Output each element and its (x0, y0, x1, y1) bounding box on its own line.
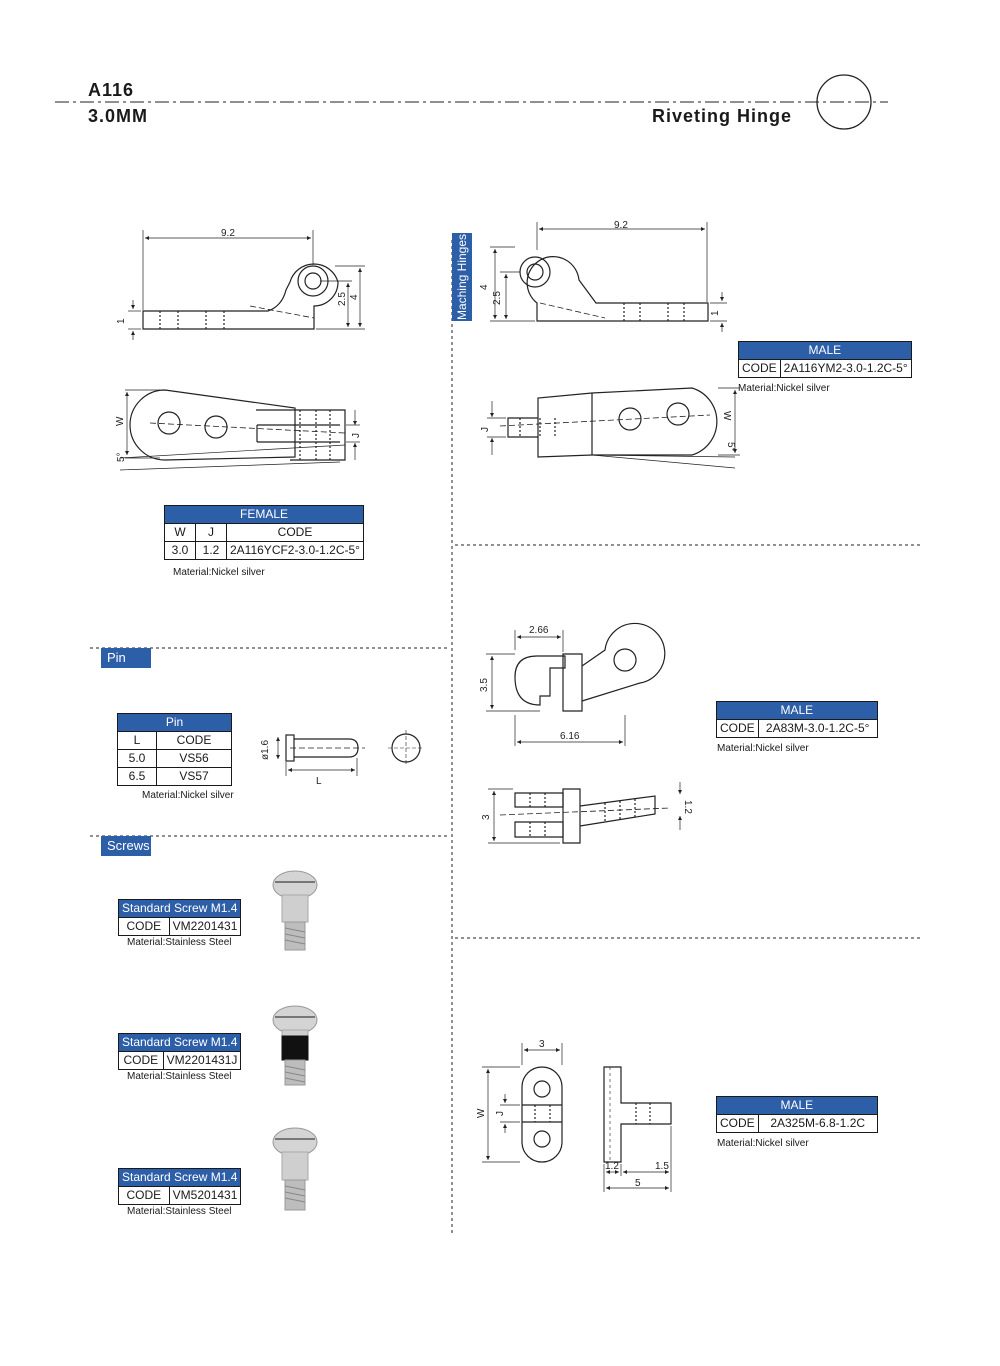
male1-dim-angle: 5° (725, 442, 736, 452)
product-size: 3.0MM (88, 106, 149, 126)
matching-hinges-tag: Maching Hinges (452, 233, 472, 321)
male1-table-title: MALE (738, 341, 912, 360)
screw-table: Standard Screw M1.4 CODE VM2201431 (117, 899, 242, 936)
pin-cell-l: 5.0 (117, 749, 157, 768)
male3-dim-a: 1.2 (605, 1161, 619, 1172)
female-cell-code: 2A116YCF2-3.0-1.2C-5° (226, 541, 364, 560)
male2-dim-top: 2.66 (529, 625, 549, 636)
pin-material: Material:Nickel silver (142, 790, 234, 801)
pin-col-l: L (117, 731, 157, 750)
screw-code-label: CODE (118, 917, 170, 936)
screws-section-tag: Screws (101, 836, 151, 856)
male2-dim-h: 3.5 (479, 678, 490, 692)
pin-cell-l: 6.5 (117, 767, 157, 786)
male3-dim-c: 5 (635, 1178, 641, 1189)
screw-table: Standard Screw M1.4 CODE VM2201431J (117, 1033, 242, 1070)
male3-dim-w: W (476, 1108, 487, 1118)
female-dim-h3: 4 (349, 294, 360, 300)
pin-table-title: Pin (117, 713, 232, 732)
female-dim-j: J (351, 433, 362, 438)
screw-image-3 (272, 1127, 318, 1211)
male3-material: Material:Nickel silver (717, 1138, 809, 1149)
female-dim-h1: 1 (116, 318, 127, 324)
male2-dim-side: 3 (481, 814, 492, 820)
screw-code: VM2201431 (168, 917, 242, 936)
pin-dim-dia: ø1.6 (260, 740, 271, 760)
pin-col-code: CODE (156, 731, 232, 750)
male2-top-view (499, 788, 671, 844)
male2-table: MALE CODE 2A83M-3.0-1.2C-5° (716, 701, 878, 738)
screw-material: Material:Stainless Steel (127, 937, 232, 948)
screw-material: Material:Stainless Steel (127, 1206, 232, 1217)
female-dim-angle: 5° (116, 452, 127, 462)
screw-code-label: CODE (118, 1186, 170, 1205)
screw-table-title: Standard Screw M1.4 (117, 1033, 242, 1052)
male1-dim-h1: 4 (479, 284, 490, 290)
pin-drawing (285, 730, 424, 766)
female-top-view (129, 389, 346, 461)
male1-table: MALE CODE 2A116YM2-3.0-1.2C-5° (738, 341, 912, 378)
male1-material: Material:Nickel silver (738, 383, 830, 394)
pin-table: Pin L CODE 5.0 VS56 6.5 VS57 (117, 713, 232, 786)
female-dim-h2: 2.5 (337, 292, 348, 306)
screw-code: VM5201431 (168, 1186, 242, 1205)
screw-image-2 (272, 1005, 318, 1086)
male3-code: 2A325M-6.8-1.2C (757, 1114, 878, 1133)
male1-dim-j: J (480, 427, 491, 432)
page-title: Riveting Hinge (652, 106, 793, 126)
pin-section-tag: Pin (101, 648, 151, 668)
male2-material: Material:Nickel silver (717, 743, 809, 754)
male1-top-view (499, 387, 718, 458)
product-code: A116 (88, 80, 135, 100)
male3-side-view (603, 1066, 672, 1163)
female-material: Material:Nickel silver (173, 567, 265, 578)
female-col-w: W (164, 523, 196, 542)
female-dim-length: 9.2 (221, 228, 235, 239)
screw-image-1 (272, 870, 318, 951)
female-col-code: CODE (226, 523, 364, 542)
screw-table-title: Standard Screw M1.4 (117, 1168, 242, 1187)
female-side-view (142, 263, 339, 330)
female-cell-w: 3.0 (164, 541, 196, 560)
male2-code-label: CODE (716, 719, 759, 738)
male1-code-label: CODE (738, 359, 781, 378)
screw-table: Standard Screw M1.4 CODE VM5201431 (117, 1168, 242, 1205)
male2-dim-t: 1.2 (682, 800, 693, 814)
pin-cell-code: VS57 (156, 767, 232, 786)
screw-table-title: Standard Screw M1.4 (117, 899, 242, 918)
male2-side-view (514, 622, 666, 712)
male1-dim-w: W (721, 411, 732, 421)
header-circle (816, 74, 872, 130)
female-cell-j: 1.2 (195, 541, 227, 560)
male1-dim-length: 9.2 (614, 220, 628, 231)
female-table: FEMALE W J CODE 3.0 1.2 2A116YCF2-3.0-1.… (164, 505, 364, 560)
screw-code: VM2201431J (162, 1051, 242, 1070)
screw-code-label: CODE (118, 1051, 164, 1070)
pin-dim-l: L (316, 776, 322, 787)
female-table-title: FEMALE (164, 505, 364, 524)
screw-material: Material:Stainless Steel (127, 1071, 232, 1082)
male3-table-title: MALE (716, 1096, 878, 1115)
male3-dim-top: 3 (539, 1039, 545, 1050)
female-col-j: J (195, 523, 227, 542)
male1-code: 2A116YM2-3.0-1.2C-5° (779, 359, 912, 378)
male2-code: 2A83M-3.0-1.2C-5° (757, 719, 878, 738)
male3-table: MALE CODE 2A325M-6.8-1.2C (716, 1096, 878, 1133)
male2-table-title: MALE (716, 701, 878, 720)
male1-dim-h2: 2.5 (492, 291, 503, 305)
male2-dim-bottom: 6.16 (560, 731, 580, 742)
male3-dim-b: 1.5 (655, 1161, 669, 1172)
male3-front-view (521, 1066, 563, 1163)
male1-side-view (519, 256, 709, 322)
male3-code-label: CODE (716, 1114, 759, 1133)
male3-dim-j: J (495, 1111, 506, 1116)
male1-dim-h3: 1 (710, 310, 721, 316)
female-dim-w: W (115, 416, 126, 426)
pin-cell-code: VS56 (156, 749, 232, 768)
